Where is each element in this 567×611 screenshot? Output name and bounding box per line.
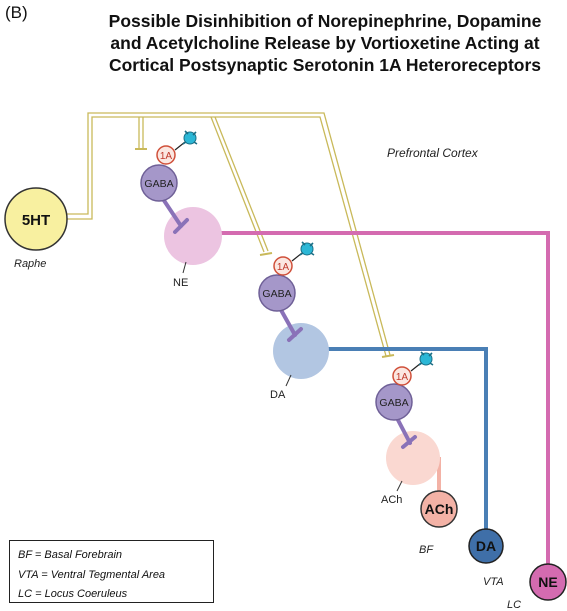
title-line-2: and Acetylcholine Release by Vortioxetin… [110, 33, 540, 53]
legend-vta: VTA = Ventral Tegmental Area [18, 568, 166, 581]
legend-bf: BF = Basal Forebrain [18, 549, 123, 561]
title-line-3: Cortical Postsynaptic Serotonin 1A Heter… [108, 55, 542, 75]
serotonin-axon-tree [66, 112, 395, 358]
gaba-interneuron-da: GABA [258, 274, 296, 312]
vortioxetine-drug-icon-da [291, 241, 315, 262]
ne-source-label: NE [538, 574, 557, 590]
gaba-interneuron-ach: GABA [375, 383, 413, 421]
da-terminal-label: DA [270, 389, 286, 401]
da-source-label: DA [476, 538, 496, 554]
ach-source-label: ACh [425, 501, 454, 517]
ne-source-node: NE [529, 563, 567, 601]
bf-label: BF [419, 544, 434, 556]
region-label-prefrontal-cortex: Prefrontal Cortex [387, 146, 479, 160]
receptor-label: 1A [396, 372, 409, 383]
raphe-label: Raphe [14, 258, 46, 270]
vortioxetine-drug-icon-ach [410, 351, 434, 372]
receptor-1a-da: 1A [273, 256, 293, 276]
gaba-axons [161, 197, 417, 449]
receptor-1a-ne: 1A [156, 145, 176, 165]
gaba-label: GABA [262, 288, 291, 300]
vortioxetine-drug-icon-ne [174, 130, 198, 151]
gaba-label: GABA [144, 178, 173, 190]
ne-terminal-label: NE [173, 277, 188, 289]
da-source-node: DA [468, 528, 504, 564]
ne-axon [200, 225, 550, 566]
terminal-leader-lines [182, 261, 403, 492]
serotonin-label: 5HT [22, 212, 50, 229]
title-line-1: Possible Disinhibition of Norepinephrine… [108, 11, 542, 31]
diagram-title: Possible Disinhibition of Norepinephrine… [90, 10, 560, 76]
receptor-label: 1A [160, 151, 173, 162]
legend-lc: LC = Locus Coeruleus [18, 588, 128, 600]
panel-label: (B) [5, 3, 28, 22]
ach-terminal [386, 431, 440, 485]
da-terminal [273, 323, 329, 379]
serotonin-source-node: 5HT [4, 187, 68, 251]
ach-terminal-label: ACh [381, 494, 402, 506]
gaba-interneuron-ne: GABA [140, 164, 178, 202]
vta-label: VTA [483, 576, 504, 588]
gaba-label: GABA [379, 397, 408, 409]
receptor-label: 1A [277, 262, 290, 273]
receptor-1a-ach: 1A [392, 366, 412, 386]
lc-label: LC [507, 599, 521, 611]
ach-source-node: ACh [420, 490, 458, 528]
abbreviation-legend: BF = Basal Forebrain VTA = Ventral Tegme… [9, 540, 214, 603]
